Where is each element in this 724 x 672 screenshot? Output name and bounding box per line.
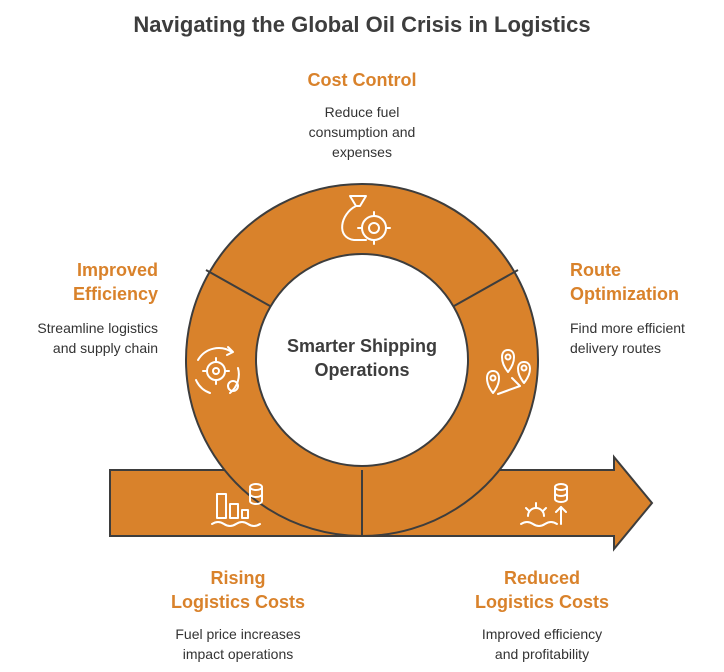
diagram-title: Navigating the Global Oil Crisis in Logi… bbox=[133, 12, 591, 37]
map-route-pins-icon bbox=[486, 349, 531, 395]
ring-divider-left bbox=[205, 269, 271, 307]
improved-efficiency-title: Improved Efficiency bbox=[72, 260, 158, 304]
route-optimization-description: Find more efficient delivery routes bbox=[570, 320, 685, 356]
ring-divider-right bbox=[453, 269, 519, 307]
cost-control-description: Reduce fuel consumption and expenses bbox=[308, 104, 416, 160]
reduced-costs-description: Improved efficiency and profitability bbox=[481, 626, 603, 662]
rising-costs-description: Fuel price increases impact operations bbox=[175, 626, 301, 662]
gear-cycle-icon bbox=[195, 346, 240, 394]
gear-barrel-arrow-icon bbox=[520, 483, 568, 527]
improved-efficiency-description: Streamline logistics and supply chain bbox=[37, 320, 158, 356]
center-hub-label: Smarter Shipping Operations bbox=[286, 336, 438, 380]
rising-costs-title: Rising Logistics Costs bbox=[170, 568, 306, 612]
route-optimization-title: Route Optimization bbox=[570, 260, 679, 304]
cycle-ring bbox=[185, 183, 539, 537]
bar-chart-barrel-icon bbox=[211, 483, 263, 527]
cost-control-title: Cost Control bbox=[307, 70, 417, 90]
money-bag-gear-icon bbox=[341, 195, 391, 245]
reduced-costs-title: Reduced Logistics Costs bbox=[474, 568, 610, 612]
